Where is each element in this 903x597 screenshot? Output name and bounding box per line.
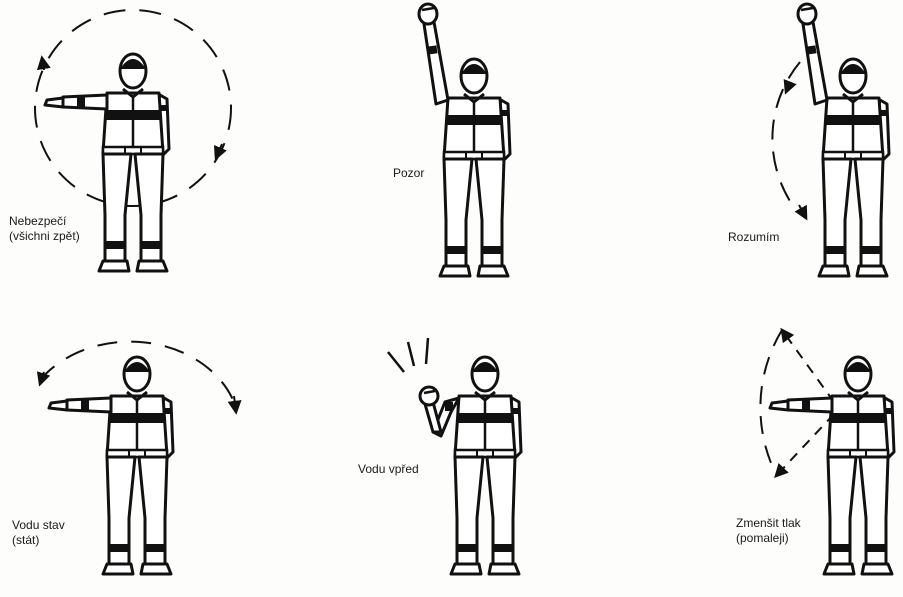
caption-danger-line-1: Nebezpečí <box>9 214 80 229</box>
caption-water-stop-line-1: Vodu stav <box>12 518 65 533</box>
caption-attention: Pozor <box>393 166 424 181</box>
caption-attention-line-1: Pozor <box>393 166 424 181</box>
caption-danger-line-2: (všichni zpět) <box>9 229 80 244</box>
caption-reduce-pressure: Zmenšit tlak (pomaleji) <box>736 516 801 546</box>
figure-water-stop <box>40 342 236 574</box>
caption-danger: Nebezpečí (všichni zpět) <box>9 214 80 244</box>
figure-water-forward <box>388 338 521 574</box>
caption-water-stop-line-2: (stát) <box>12 533 65 548</box>
caption-water-forward-line-1: Vodu vpřed <box>358 462 419 477</box>
figure-attention <box>419 4 510 276</box>
caption-water-stop: Vodu stav (stát) <box>12 518 65 548</box>
caption-understood: Rozumím <box>728 230 779 245</box>
caption-water-forward: Vodu vpřed <box>358 462 419 477</box>
caption-understood-line-1: Rozumím <box>728 230 779 245</box>
caption-reduce-pressure-line-2: (pomaleji) <box>736 531 801 546</box>
caption-reduce-pressure-line-1: Zmenšit tlak <box>736 516 801 531</box>
figure-understood <box>772 4 889 276</box>
